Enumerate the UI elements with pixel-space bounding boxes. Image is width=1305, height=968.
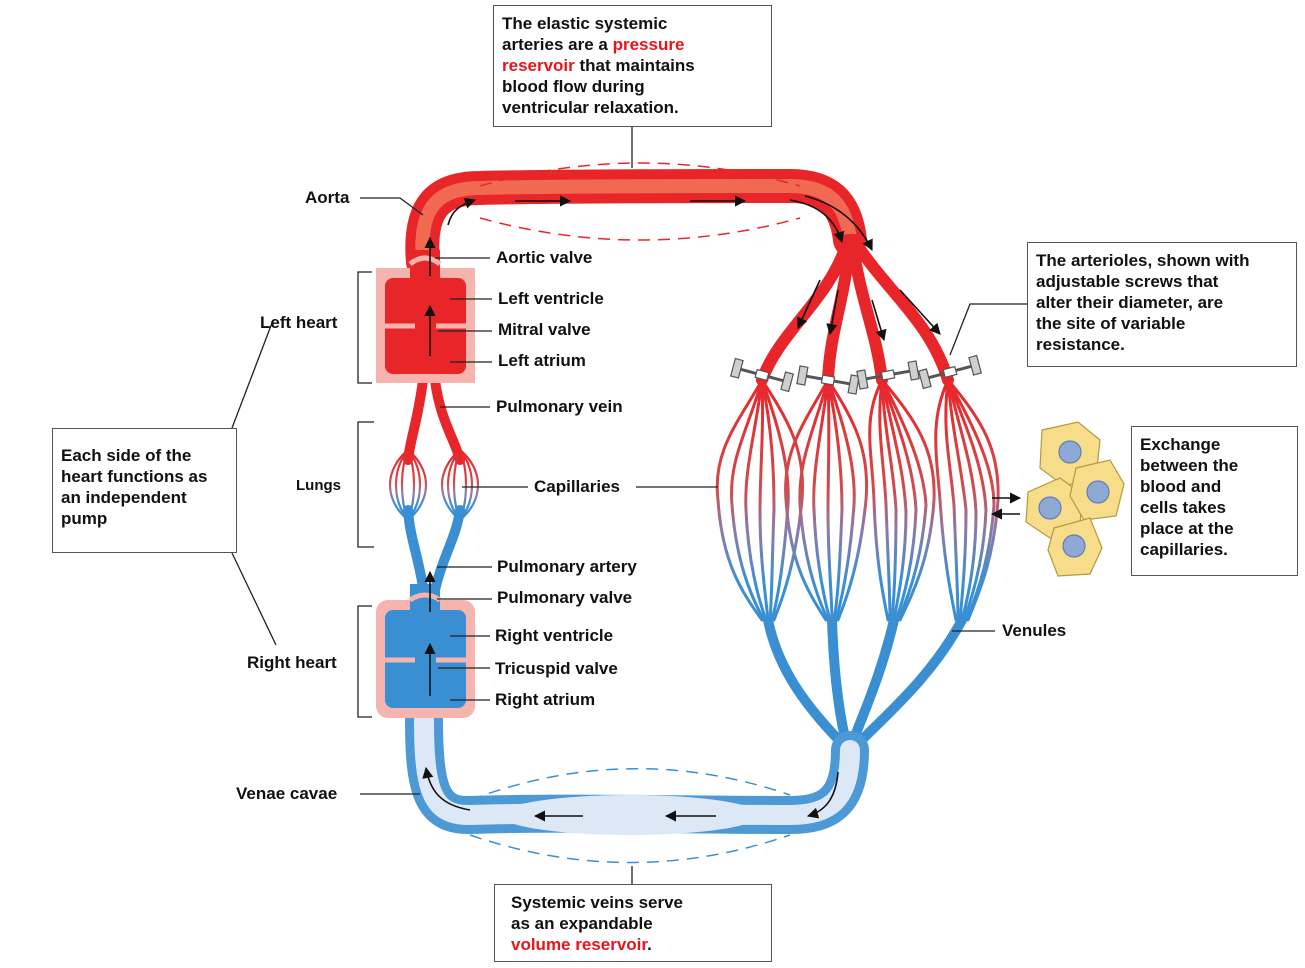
arrow-icon — [797, 279, 821, 330]
callout-line: heart functions as — [61, 467, 208, 486]
arrow-icon — [871, 299, 887, 342]
systemic-capillary-beds — [715, 378, 1000, 622]
callout-line: cells takes — [1140, 498, 1227, 517]
callout-line: alter their diameter, are — [1036, 293, 1224, 312]
callout-line: Each side of the — [61, 446, 192, 465]
arrow-icon — [804, 195, 873, 252]
label-venae-cavae: Venae cavae — [236, 784, 338, 803]
label-tricuspid-valve: Tricuspid valve — [495, 659, 618, 678]
label-aortic-valve: Aortic valve — [496, 248, 593, 267]
callout-arterioles: The arterioles, shown with adjustable sc… — [1027, 242, 1297, 367]
callout-pressure-reservoir: The elastic systemic arteries are a pres… — [493, 5, 772, 127]
callout-line: pump — [61, 509, 108, 528]
callout-line: adjustable screws that — [1036, 272, 1219, 291]
arrow-icon — [826, 289, 839, 336]
arrow-icon — [789, 199, 845, 244]
label-mitral-valve: Mitral valve — [498, 320, 591, 339]
callout-line: place at the — [1140, 519, 1234, 538]
callout-text: that maintains — [574, 56, 695, 75]
highlight-text: reservoir — [502, 56, 575, 75]
callout-line: volume reservoir. — [511, 934, 763, 955]
aorta — [405, 168, 867, 279]
label-left-ventricle: Left ventricle — [498, 289, 604, 308]
screw-clamp-icon — [856, 360, 920, 390]
arrow-icon — [806, 771, 839, 819]
callout-line: blood and — [1140, 477, 1222, 496]
callout-line: between the — [1140, 456, 1239, 475]
arrow-icon — [422, 766, 471, 811]
callout-line: reservoir that maintains — [502, 55, 763, 76]
label-pulmonary-artery: Pulmonary artery — [497, 557, 637, 576]
callout-line: blood flow during — [502, 77, 645, 96]
arrow-icon — [899, 289, 941, 335]
callout-line: an independent — [61, 488, 187, 507]
venae-cavae — [405, 701, 869, 835]
label-aorta: Aorta — [305, 188, 350, 207]
label-right-ventricle: Right ventricle — [495, 626, 614, 645]
screw-clamp-icon — [796, 365, 860, 395]
pressure-reservoir-outline — [479, 162, 801, 241]
callout-text: arteries are a — [502, 35, 613, 54]
highlight-text: volume reservoir — [511, 935, 648, 954]
callout-volume-reservoir: Systemic veins serve as an expandable vo… — [494, 884, 772, 962]
label-right-heart: Right heart — [247, 653, 337, 672]
leader-lines — [231, 127, 1027, 884]
tissue-cells — [1025, 421, 1125, 577]
callout-line: The arterioles, shown with — [1036, 251, 1250, 270]
flow-arrows — [422, 195, 1022, 822]
cell-icon — [1025, 477, 1083, 539]
callout-line: as an expandable — [511, 914, 653, 933]
arrow-icon — [447, 197, 477, 226]
callout-line: The elastic systemic — [502, 14, 668, 33]
screw-clamp-icon — [729, 357, 795, 393]
lung-capillaries — [388, 449, 480, 521]
arteriole-screws — [729, 354, 983, 395]
left-heart — [376, 236, 475, 383]
systemic-arteries — [756, 234, 954, 386]
label-lungs: Lungs — [296, 477, 341, 494]
cell-icon — [1069, 459, 1125, 521]
label-pulmonary-vein: Pulmonary vein — [496, 397, 623, 416]
callout-exchange: Exchange between the blood and cells tak… — [1131, 426, 1298, 576]
callout-line: capillaries. — [1140, 540, 1228, 559]
volume-reservoir-outline — [469, 767, 791, 864]
label-pulmonary-valve: Pulmonary valve — [497, 588, 633, 607]
systemic-venules — [763, 615, 967, 755]
label-capillaries: Capillaries — [534, 477, 620, 496]
callout-line: Exchange — [1140, 435, 1221, 454]
label-left-atrium: Left atrium — [498, 351, 586, 370]
callout-line: Systemic veins serve — [511, 893, 684, 912]
label-venules: Venules — [1002, 621, 1067, 640]
highlight-text: pressure — [612, 35, 685, 54]
screw-clamp-icon — [917, 354, 983, 390]
callout-independent-pump: Each side of the heart functions as an i… — [52, 428, 237, 553]
label-right-atrium: Right atrium — [495, 690, 596, 709]
callout-line: the site of variable — [1036, 314, 1186, 333]
cell-icon — [1047, 517, 1103, 577]
right-heart — [376, 570, 475, 718]
callout-line: ventricular relaxation. — [502, 98, 679, 117]
pulmonary-vein — [403, 375, 465, 465]
label-left-heart: Left heart — [260, 313, 338, 332]
callout-line: resistance. — [1036, 335, 1125, 354]
callout-line: arteries are a pressure — [502, 34, 763, 55]
callout-text: . — [647, 935, 652, 954]
